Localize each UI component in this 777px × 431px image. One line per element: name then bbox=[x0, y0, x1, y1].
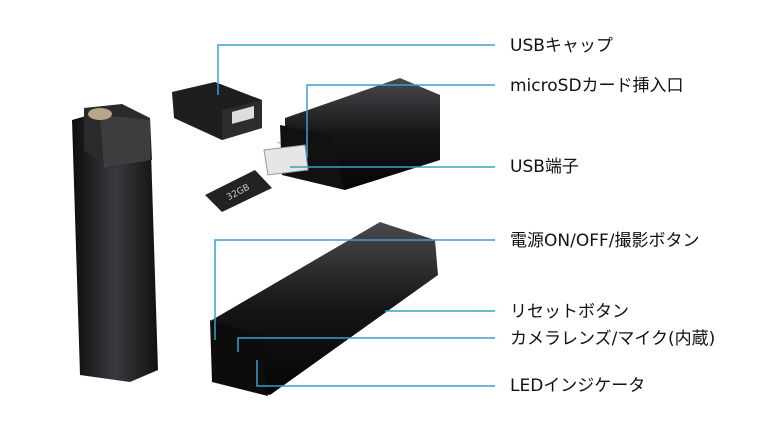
usb-cap-part bbox=[172, 82, 262, 140]
label-led: LEDインジケータ bbox=[510, 376, 646, 396]
leader-lines bbox=[214, 44, 495, 387]
leader-usb-cap bbox=[217, 44, 495, 95]
label-camera-mic: カメラレンズ/マイク(内蔵) bbox=[510, 329, 716, 349]
label-reset-button: リセットボタン bbox=[510, 302, 629, 322]
open-device bbox=[263, 78, 440, 190]
lying-device bbox=[210, 222, 438, 396]
assembled-device bbox=[72, 104, 158, 382]
leader-microsd bbox=[306, 84, 495, 158]
label-microsd-slot: microSDカード挿入口 bbox=[510, 76, 684, 96]
label-usb-cap: USBキャップ bbox=[510, 36, 613, 56]
label-power-button: 電源ON/OFF/撮影ボタン bbox=[510, 231, 700, 251]
leader-power bbox=[214, 239, 495, 340]
label-usb-terminal: USB端子 bbox=[510, 157, 579, 177]
leader-led bbox=[256, 360, 495, 387]
leader-camera bbox=[237, 337, 495, 352]
